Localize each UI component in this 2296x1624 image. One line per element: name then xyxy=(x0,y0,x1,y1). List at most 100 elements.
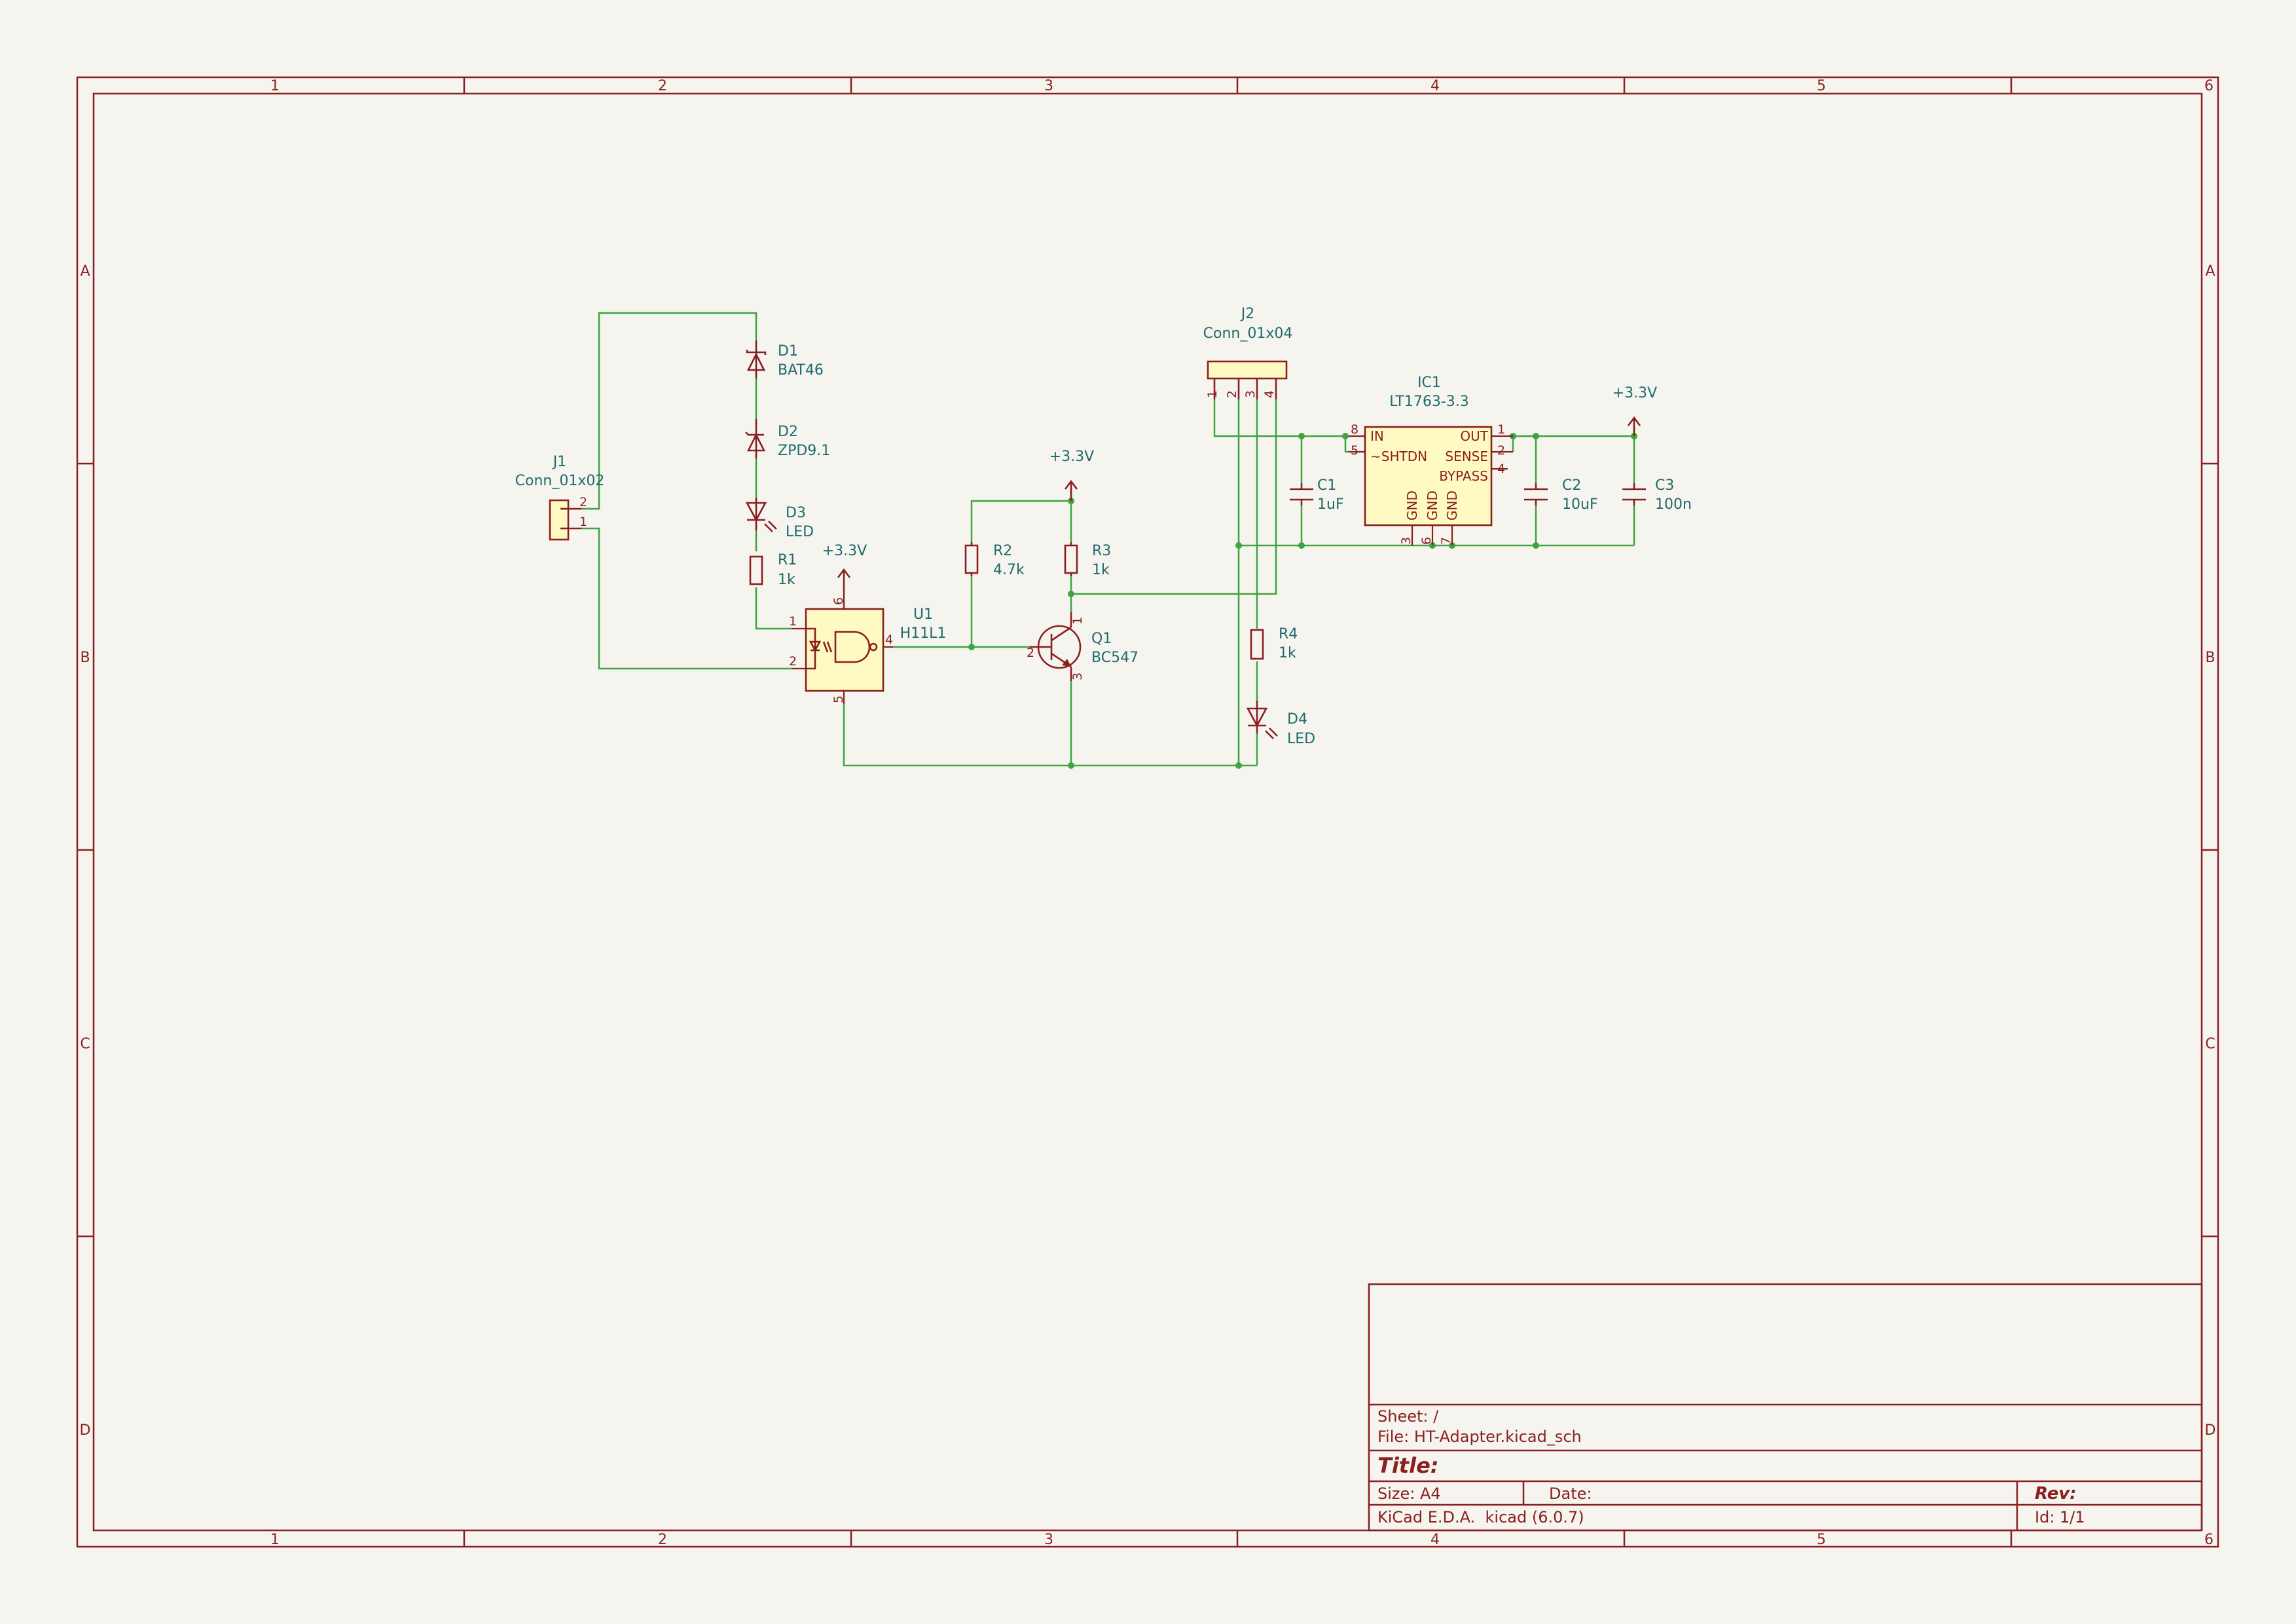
junction-dot xyxy=(1235,542,1242,549)
component-value: 1uF xyxy=(1317,496,1344,513)
title-block-size: Size: A4 xyxy=(1377,1485,1441,1503)
pin-number: 2 xyxy=(789,654,797,669)
pin-number: 2 xyxy=(1225,390,1239,398)
title-block-file: File: HT-Adapter.kicad_sch xyxy=(1377,1428,1582,1446)
led-d4[interactable]: D4 LED xyxy=(1246,701,1315,747)
component-value: BC547 xyxy=(1091,650,1139,666)
pin-number: 8 xyxy=(1351,422,1358,437)
connector-j2[interactable]: 1 2 3 4 J2 Conn_01x04 xyxy=(1203,306,1293,399)
power-label: +3.3V xyxy=(1613,385,1657,401)
wires xyxy=(581,312,1635,767)
component-value: 1k xyxy=(778,572,795,588)
power-symbol-u1: +3.3V xyxy=(822,543,867,593)
power-symbol-out: +3.3V xyxy=(1613,385,1657,436)
capacitor-c2[interactable]: C2 10uF xyxy=(1524,477,1598,513)
junction-dot xyxy=(1235,762,1242,769)
ref-designator: J1 xyxy=(552,454,567,470)
resistor-r2[interactable]: R2 4.7k xyxy=(964,542,1025,578)
component-value: 100n xyxy=(1655,496,1692,513)
transistor-q1[interactable]: 1 2 3 Q1 BC547 xyxy=(1027,612,1139,681)
ref-designator: C1 xyxy=(1317,477,1336,494)
resistor-r4[interactable]: R4 1k xyxy=(1250,626,1298,661)
junction-dot xyxy=(1533,542,1539,549)
pin-number: 1 xyxy=(1070,617,1085,625)
frame-col-label-top: 6 xyxy=(2204,78,2214,94)
pin-number: 1 xyxy=(1497,422,1505,437)
frame-col-label-bottom: 3 xyxy=(1044,1532,1053,1548)
pin-number: 3 xyxy=(1243,390,1258,398)
pin-number: 1 xyxy=(579,515,587,529)
frame-row-label-right: C xyxy=(2205,1036,2215,1052)
diode-d2[interactable]: D2 ZPD9.1 xyxy=(745,419,830,459)
component-value: ZPD9.1 xyxy=(778,443,830,459)
frame-col-label-bottom: 1 xyxy=(270,1532,280,1548)
power-label: +3.3V xyxy=(822,543,867,559)
drawing-frame: 1 2 3 4 5 6 1 2 3 4 5 6 A B C D A B C D xyxy=(76,76,2219,1548)
junction-dot xyxy=(1342,433,1349,439)
frame-row-label-left: D xyxy=(80,1422,91,1439)
regulator-ic1[interactable]: IN ~SHTDN OUT SENSE BYPASS GND GND GND 8… xyxy=(1349,375,1513,545)
title-block-rev: Rev: xyxy=(2035,1484,2077,1504)
pin-number: 2 xyxy=(579,495,587,509)
ref-designator: R3 xyxy=(1092,543,1111,559)
ref-designator: D1 xyxy=(778,343,798,360)
pin-number: 5 xyxy=(831,695,846,703)
frame-col-label-bottom: 6 xyxy=(2204,1532,2214,1548)
pin-number: 3 xyxy=(1070,673,1085,680)
pin-number: 1 xyxy=(1205,390,1220,398)
component-value: 10uF xyxy=(1562,496,1598,513)
ref-designator: R1 xyxy=(778,552,797,568)
junction-dot xyxy=(1298,542,1305,549)
junction-dot xyxy=(1068,762,1074,769)
pin-number: 5 xyxy=(1351,443,1358,458)
pin-name: GND xyxy=(1404,490,1420,521)
pin-number: 2 xyxy=(1497,443,1505,458)
capacitor-c1[interactable]: C1 1uF xyxy=(1290,477,1344,513)
pin-name: SENSE xyxy=(1445,449,1488,464)
capacitor-c3[interactable]: C3 100n xyxy=(1622,477,1692,513)
ref-designator: J2 xyxy=(1240,306,1255,322)
connector-j1[interactable]: 2 1 J1 Conn_01x02 xyxy=(515,454,605,541)
junction-dot xyxy=(968,644,975,650)
ref-designator: IC1 xyxy=(1417,375,1441,391)
resistor-r3[interactable]: R3 1k xyxy=(1064,542,1111,578)
title-block-tool: KiCad E.D.A. kicad (6.0.7) xyxy=(1377,1508,1584,1526)
ref-designator: D2 xyxy=(778,424,798,440)
component-value: BAT46 xyxy=(778,362,824,378)
pin-name: OUT xyxy=(1460,428,1488,444)
frame-col-label-top: 2 xyxy=(658,78,667,94)
frame-row-ticks xyxy=(77,462,2218,1238)
frame-col-label-bottom: 5 xyxy=(1817,1532,1826,1548)
frame-col-label-top: 5 xyxy=(1817,78,1826,94)
pin-number: 4 xyxy=(1497,462,1505,476)
pin-number: 3 xyxy=(1399,537,1413,545)
component-value: H11L1 xyxy=(900,625,947,642)
pin-number: 4 xyxy=(1262,390,1277,398)
frame-col-label-bottom: 4 xyxy=(1430,1532,1440,1548)
frame-row-label-right: A xyxy=(2205,263,2215,280)
frame-row-label-left: C xyxy=(80,1036,90,1052)
title-block-sheet: Sheet: / xyxy=(1377,1407,1439,1426)
pin-number: 4 xyxy=(885,633,893,647)
frame-row-label-right: D xyxy=(2205,1422,2216,1439)
ref-designator: C3 xyxy=(1655,477,1674,494)
led-d3[interactable]: D3 LED xyxy=(745,498,814,540)
title-block-id: Id: 1/1 xyxy=(2035,1508,2085,1526)
junction-dot xyxy=(1533,433,1539,439)
power-symbol-r3: +3.3V xyxy=(1049,449,1094,501)
ref-designator: Q1 xyxy=(1091,631,1112,647)
component-value: Conn_01x04 xyxy=(1203,325,1293,342)
junction-dot xyxy=(1298,433,1305,439)
ref-designator: D4 xyxy=(1287,711,1307,728)
pin-name: BYPASS xyxy=(1439,468,1488,484)
frame-row-label-left: B xyxy=(80,650,90,666)
pin-number: 6 xyxy=(1419,537,1434,545)
ref-designator: C2 xyxy=(1562,477,1581,494)
resistor-r1[interactable]: R1 1k xyxy=(749,552,797,588)
frame-col-label-top: 4 xyxy=(1430,78,1440,94)
optocoupler-u1[interactable]: 1 2 4 5 6 U1 H11L1 xyxy=(789,593,946,704)
diode-d1[interactable]: D1 BAT46 xyxy=(746,341,824,378)
frame-column-ticks xyxy=(463,77,2013,1547)
pin-name: GND xyxy=(1444,490,1460,521)
